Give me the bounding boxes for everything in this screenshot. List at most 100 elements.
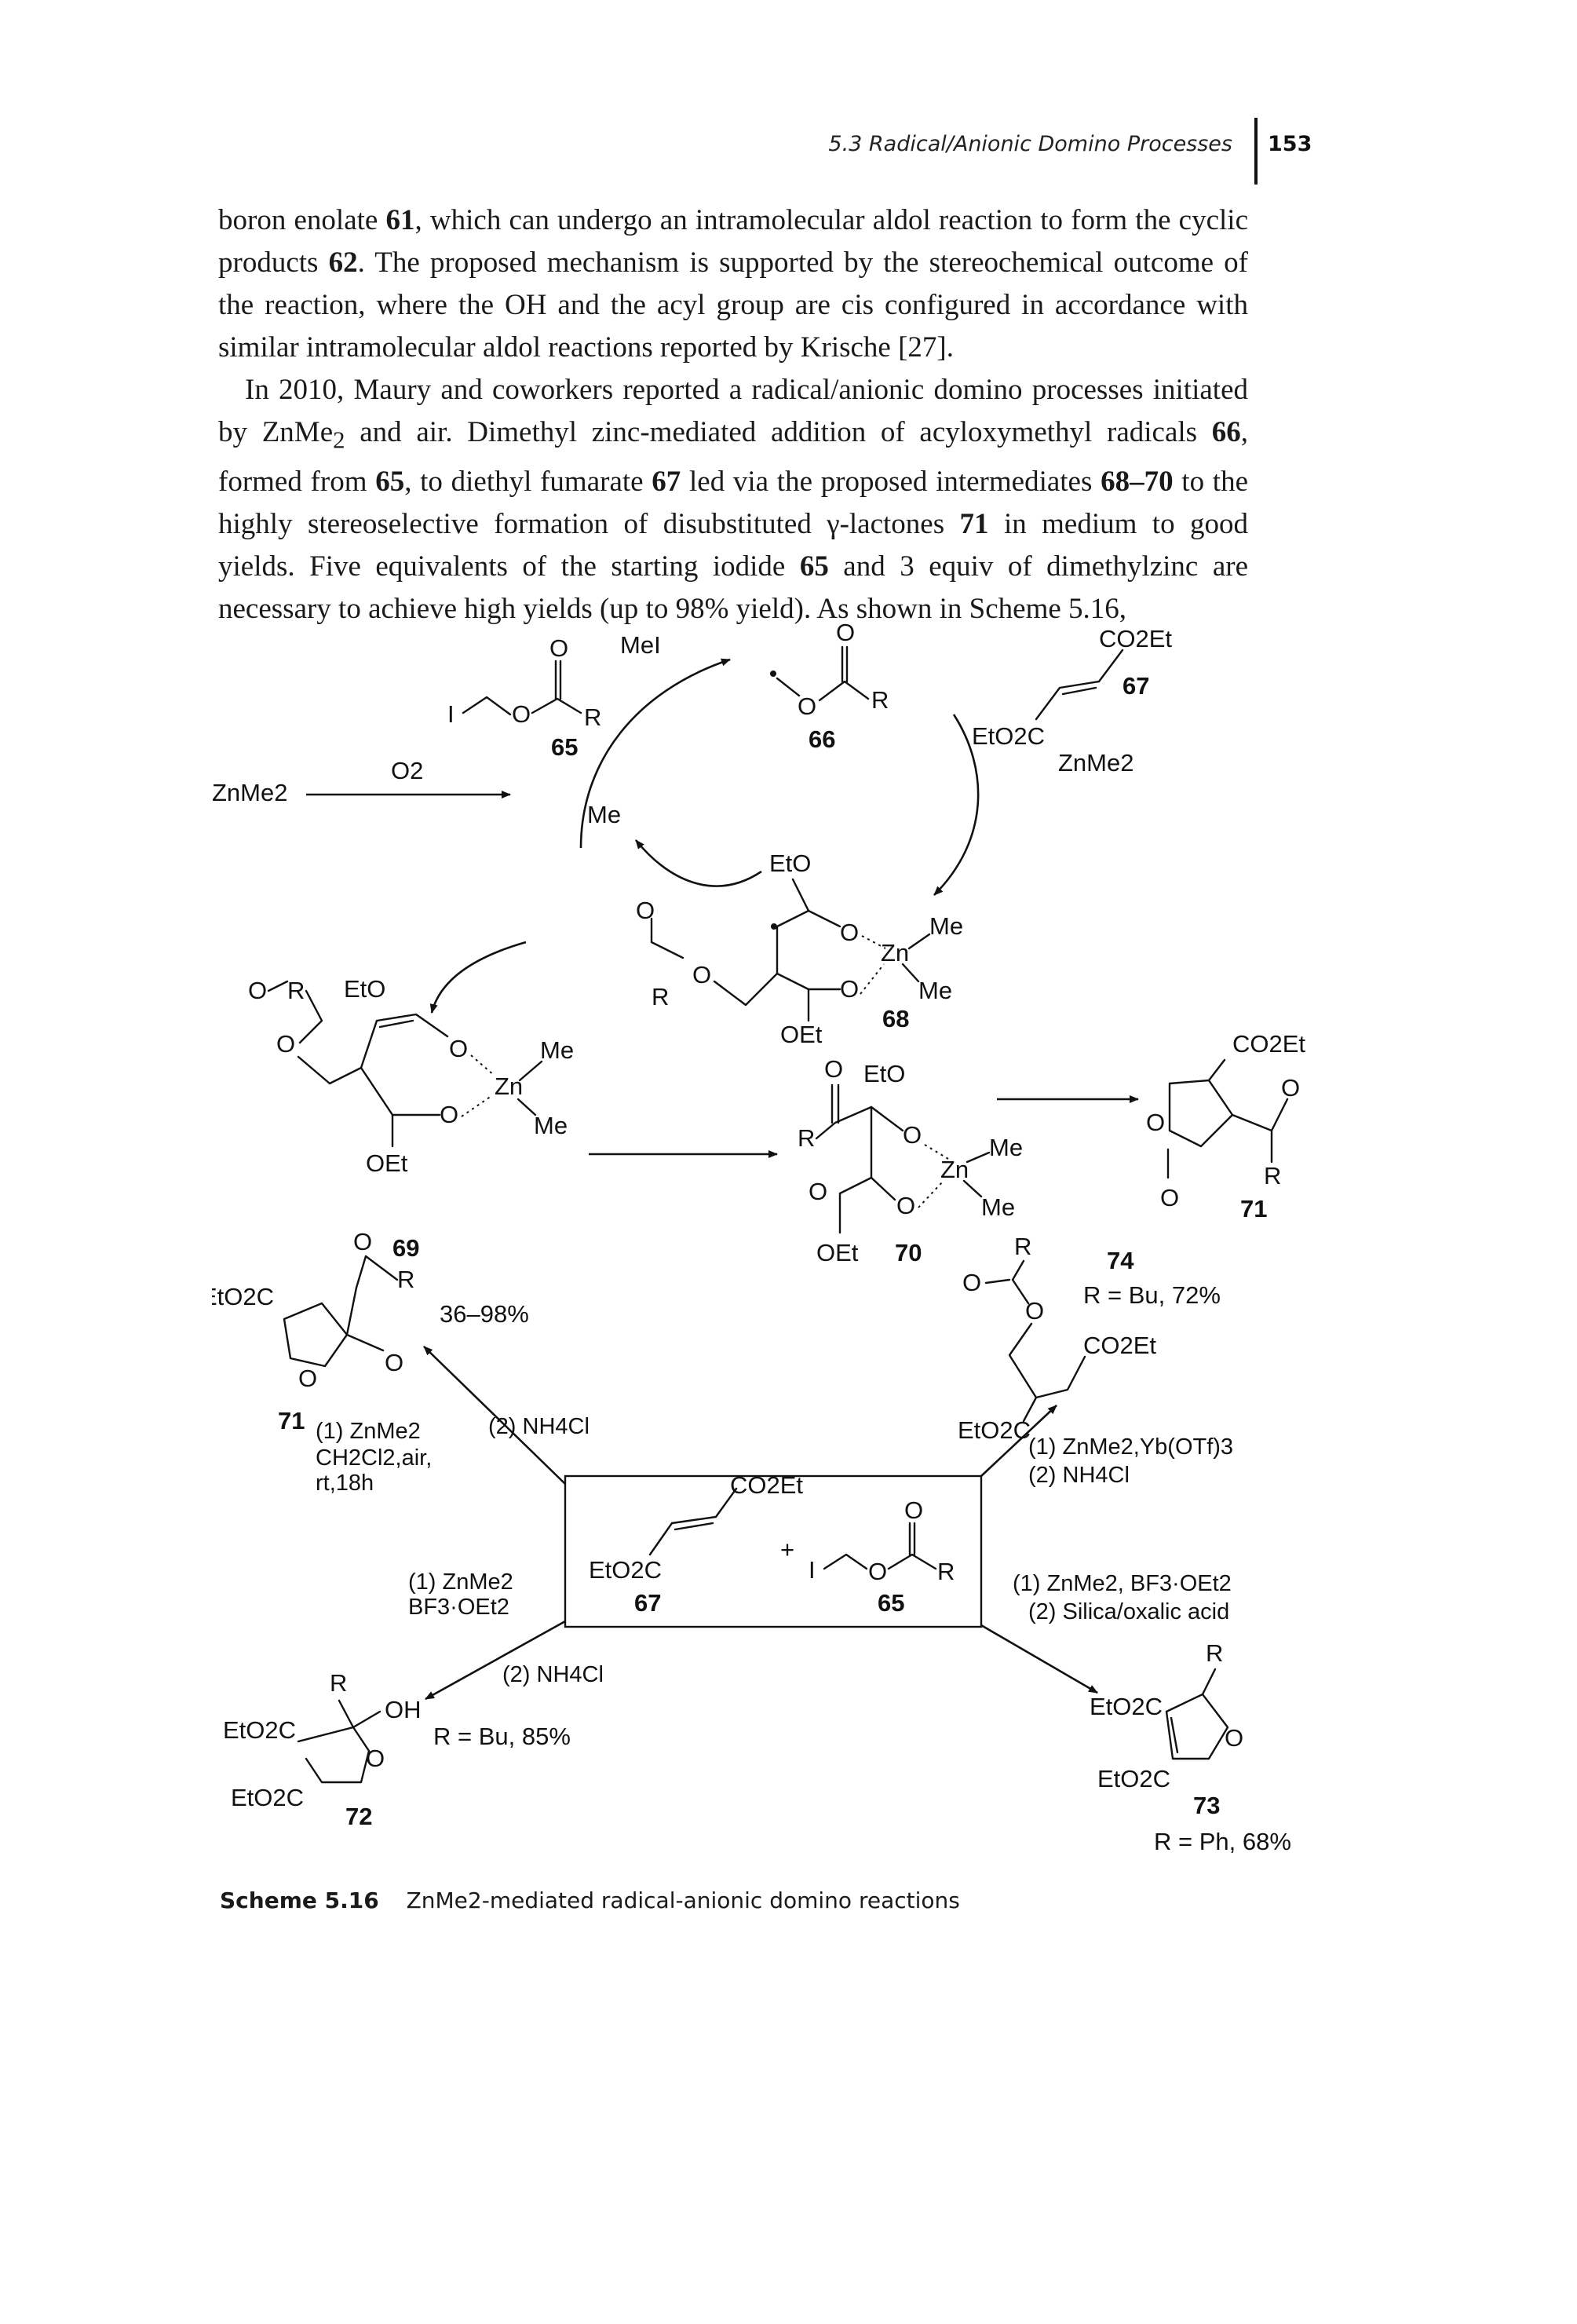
svg-text:EtO2C: EtO2C: [958, 1416, 1031, 1444]
svg-text:R: R: [652, 983, 669, 1010]
cond-72-b: BF3·OEt2: [408, 1595, 509, 1620]
structure-71-right: CO2Et O O O R 71: [1146, 1030, 1305, 1222]
structure-69: EtO R O O O Zn Me Me O OEt 69: [248, 941, 574, 1262]
cond-74-b: (2) NH4Cl: [1028, 1463, 1130, 1488]
yield-73: R = Ph, 68%: [1154, 1828, 1291, 1855]
structure-72: R OH O EtO2C EtO2C 72: [223, 1669, 422, 1830]
svg-text:O: O: [248, 977, 267, 1004]
svg-text:74: 74: [1107, 1247, 1134, 1274]
caption-label: Scheme 5.16: [220, 1887, 379, 1913]
page-number: 153: [1268, 132, 1312, 156]
svg-text:O: O: [840, 919, 859, 946]
svg-text:I: I: [809, 1556, 816, 1584]
svg-text:O: O: [276, 1030, 295, 1058]
svg-text:R: R: [1264, 1162, 1281, 1189]
structure-68: EtO O Zn Me Me O O R O OEt 68: [636, 850, 963, 1048]
svg-text:OH: OH: [385, 1696, 422, 1723]
svg-text:O: O: [549, 634, 568, 662]
svg-text:O: O: [904, 1496, 923, 1524]
svg-text:O: O: [1160, 1184, 1179, 1211]
svg-text:CO2Et: CO2Et: [1232, 1030, 1305, 1058]
svg-text:68: 68: [882, 1005, 909, 1032]
structure-66: O O R 66: [770, 619, 889, 753]
svg-text:65: 65: [878, 1589, 904, 1617]
cycle-arc-2: [933, 714, 980, 896]
svg-text:O: O: [385, 1349, 403, 1376]
svg-text:Me: Me: [981, 1193, 1015, 1221]
cond-71-a: (1) ZnMe2: [316, 1419, 421, 1444]
svg-text:O: O: [353, 1228, 372, 1255]
cond-72-c: (2) NH4Cl: [502, 1662, 604, 1687]
svg-text:EtO2C: EtO2C: [972, 722, 1045, 750]
arrow-to-71: [423, 1346, 566, 1485]
starting-materials-box: [564, 1474, 983, 1628]
svg-text:O: O: [1225, 1724, 1243, 1752]
scheme-caption: Scheme 5.16 ZnMe2-mediated radical-anion…: [220, 1887, 1319, 1913]
svg-text:R: R: [287, 977, 305, 1004]
svg-text:O: O: [366, 1745, 385, 1772]
svg-text:Me: Me: [989, 1134, 1023, 1161]
svg-text:O: O: [809, 1178, 827, 1205]
structure-70: O EtO R O Zn Me Me O O OEt 70: [798, 1055, 1023, 1266]
svg-text:R: R: [937, 1558, 955, 1585]
svg-text:EtO: EtO: [769, 850, 811, 877]
svg-text:O: O: [440, 1101, 458, 1128]
cond-71-c: rt,18h: [316, 1471, 374, 1496]
reaction-scheme: ZnMe2 O2 I O O R 65 MeI Me O O R 66: [212, 619, 1305, 1855]
yield-71: 36–98%: [440, 1300, 529, 1328]
svg-text:72: 72: [345, 1803, 372, 1830]
svg-text:EtO2C: EtO2C: [589, 1556, 662, 1584]
svg-text:EtO2C: EtO2C: [223, 1716, 296, 1744]
structure-74: R O O CO2Et EtO2C 74: [958, 1233, 1156, 1444]
svg-text:EtO2C: EtO2C: [1097, 1765, 1170, 1792]
running-head: 5.3 Radical/Anionic Domino Processes: [828, 132, 1232, 156]
svg-text:R: R: [1206, 1639, 1223, 1667]
box-67: EtO2C CO2Et 67: [589, 1471, 803, 1617]
svg-text:O: O: [824, 1055, 843, 1083]
svg-text:65: 65: [551, 733, 578, 761]
svg-text:71: 71: [278, 1407, 305, 1434]
svg-text:Zn: Zn: [940, 1156, 969, 1183]
svg-text:69: 69: [392, 1234, 419, 1262]
cond-71-d: (2) NH4Cl: [488, 1414, 590, 1439]
svg-text:67: 67: [1123, 672, 1149, 700]
svg-text:Me: Me: [534, 1112, 568, 1139]
svg-text:EtO2C: EtO2C: [231, 1784, 304, 1811]
svg-text:O: O: [903, 1121, 922, 1149]
caption-text: ZnMe2-mediated radical-anionic domino re…: [406, 1887, 960, 1913]
svg-text:O: O: [1281, 1074, 1300, 1102]
svg-text:Zn: Zn: [495, 1072, 523, 1100]
plus-sign: +: [780, 1536, 794, 1563]
svg-text:OEt: OEt: [780, 1021, 823, 1048]
svg-text:EtO: EtO: [863, 1060, 905, 1087]
svg-text:I: I: [447, 700, 454, 728]
box-65: I O O R 65: [809, 1496, 955, 1617]
page: 5.3 Radical/Anionic Domino Processes 153…: [212, 118, 1319, 1913]
cond-72-a: (1) ZnMe2: [408, 1569, 513, 1595]
cond-74-a: (1) ZnMe2,Yb(OTf)3: [1028, 1434, 1233, 1460]
svg-text:CO2Et: CO2Et: [1083, 1332, 1156, 1359]
svg-text:OEt: OEt: [816, 1239, 859, 1266]
reagent-znme2: ZnMe2: [212, 779, 287, 806]
structure-67: EtO2C CO2Et 67 ZnMe2: [972, 625, 1172, 776]
cycle-arc-1: [579, 658, 731, 849]
svg-text:O: O: [1146, 1109, 1165, 1136]
svg-text:OEt: OEt: [366, 1149, 408, 1177]
svg-text:O: O: [836, 619, 855, 646]
cycle-arc-4: [429, 941, 527, 1014]
svg-text:O: O: [636, 897, 655, 924]
arrow-to-72: [425, 1620, 566, 1701]
cond-73-a: (1) ZnMe2, BF3·OEt2: [1013, 1571, 1232, 1596]
svg-text:R: R: [397, 1266, 414, 1293]
svg-text:73: 73: [1193, 1792, 1220, 1819]
cond-71-b: CH2Cl2,air,: [316, 1445, 432, 1471]
svg-text:70: 70: [895, 1239, 922, 1266]
svg-text:O: O: [962, 1269, 981, 1296]
yield-72: R = Bu, 85%: [433, 1723, 571, 1750]
svg-text:Me: Me: [918, 977, 952, 1004]
svg-text:O: O: [298, 1365, 317, 1392]
mei-label: MeI: [620, 631, 661, 659]
svg-text:R: R: [1014, 1233, 1031, 1260]
svg-text:EtO: EtO: [344, 975, 385, 1003]
structure-71-left: EtO2C O R O O 71: [212, 1228, 414, 1434]
